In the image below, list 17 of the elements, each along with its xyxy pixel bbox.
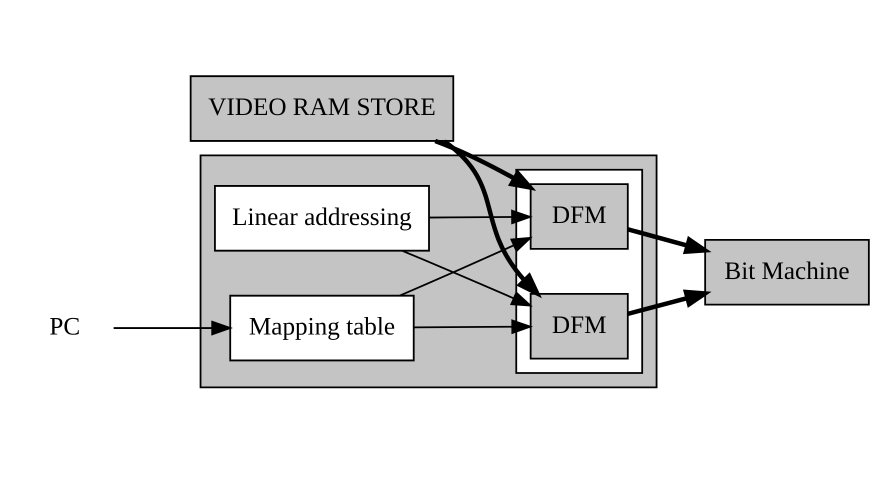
arrow: [400, 236, 533, 296]
node-text: PC: [49, 313, 80, 340]
node-box: Linear addressing: [214, 184, 430, 252]
arrow: [627, 289, 712, 316]
cluster: [200, 154, 658, 388]
node-box: DFM: [530, 292, 629, 360]
node-box: VIDEO RAM STORE: [190, 74, 454, 142]
arrow: [114, 320, 233, 336]
node-box: Mapping table: [229, 294, 415, 361]
arrow: [434, 138, 536, 190]
node-box: Bit Machine: [704, 238, 870, 306]
arrow: [627, 226, 712, 254]
arrow: [429, 208, 533, 224]
node-box: DFM: [530, 182, 629, 250]
arrow: [402, 250, 533, 306]
arrow: [442, 139, 542, 298]
arrow: [414, 318, 533, 334]
